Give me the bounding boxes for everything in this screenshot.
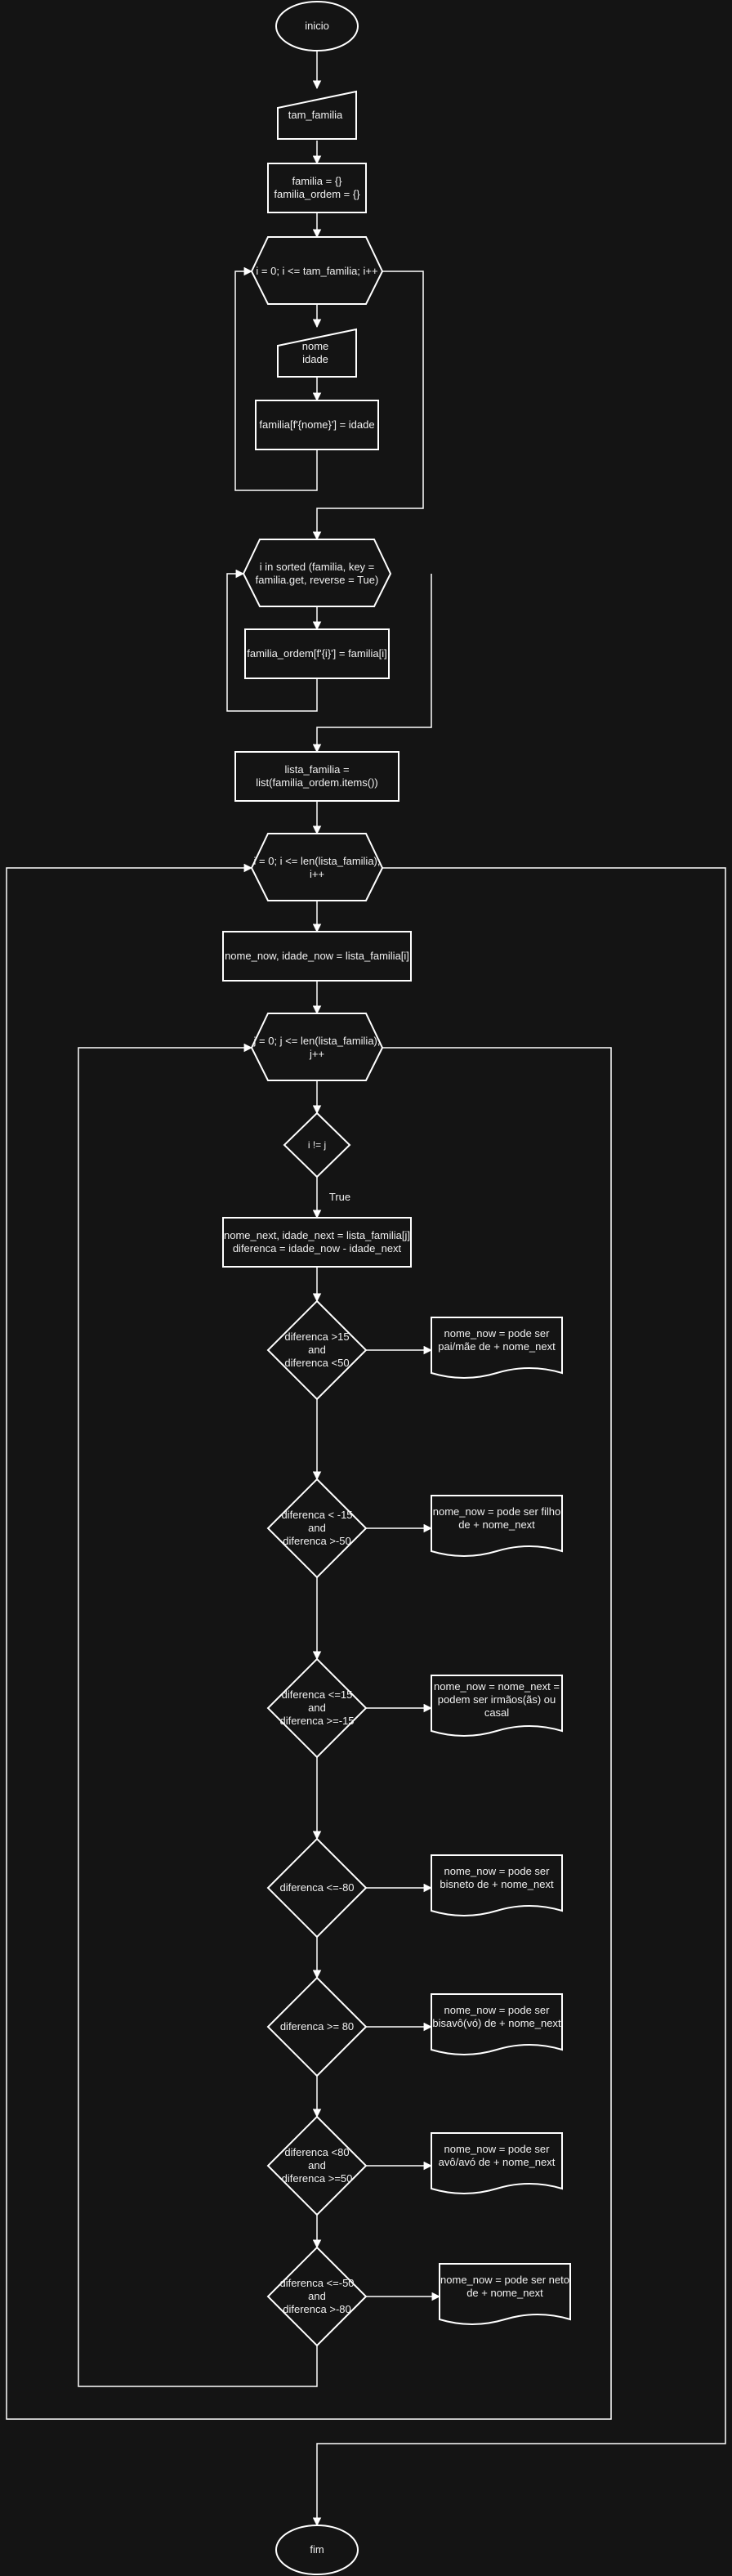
decision-4-diamond: [266, 1837, 368, 1939]
edge-loop4-back: [78, 1043, 318, 2387]
output-3-label: nome_now = nome_next = podem ser irmãos(…: [434, 1680, 560, 1719]
edge-loop2-exit: [312, 574, 432, 754]
output-5-document: [431, 1993, 563, 2055]
decision-5-label: diferenca >= 80: [279, 2020, 355, 2033]
true-edge-label: True: [328, 1191, 351, 1203]
output-2-label: nome_now = pode ser filho de + nome_next: [432, 1505, 561, 1531]
assign-familia-ordem-box: [244, 628, 390, 679]
decision-7-diamond: [266, 2246, 368, 2347]
output-7-document: [439, 2263, 571, 2325]
output-4-label: nome_now = pode ser bisneto de + nome_ne…: [440, 1865, 554, 1890]
loop3-label: i = 0; i <= len(lista_familia); i++: [253, 855, 381, 880]
loop4-label: j = 0; j <= len(lista_familia); j++: [253, 1035, 381, 1060]
now-label: nome_now, idade_now = lista_familia[i]: [225, 950, 409, 962]
start-label: inicio: [305, 20, 329, 32]
output-5-label: nome_now = pode ser bisavô(vó) de + nome…: [432, 2004, 561, 2029]
output-1-label: nome_now = pode ser pai/mãe de + nome_ne…: [438, 1327, 556, 1353]
input-tam-label: tam_familia: [288, 109, 343, 121]
input-nome-idade: [277, 328, 357, 378]
loop2-label: i in sorted (familia, key = familia.get,…: [255, 561, 379, 586]
cond-ij-label: i != j: [307, 1139, 327, 1151]
decision-6-label: diferenca <80 and diferenca >=50: [281, 2146, 353, 2185]
decision-1-label: diferenca >15 and diferenca <50: [284, 1330, 350, 1369]
next-label: nome_next, idade_next = lista_familia[j]…: [224, 1229, 410, 1254]
assign2-label: familia_ordem[f'{i}'] = familia[i]: [247, 647, 387, 660]
edge-loop1-exit: [312, 271, 424, 541]
input-nome-idade-label: nome idade: [301, 340, 329, 365]
loop1-hexagon: [250, 236, 384, 305]
output-7-label: nome_now = pode ser neto de + nome_next: [440, 2274, 569, 2299]
decision-6-diamond: [266, 2115, 368, 2216]
output-3-document: [431, 1675, 563, 1737]
decision-2-label: diferenca < -15 and diferenca >-50: [281, 1509, 353, 1547]
output-4-document: [431, 1854, 563, 1916]
decision-1-diamond: [266, 1299, 368, 1401]
loop3-hexagon: [250, 833, 384, 901]
edge-loop3-back: [6, 863, 612, 2420]
connectors: [6, 51, 726, 2527]
decision-4-label: diferenca <=-80: [279, 1881, 355, 1894]
decision-2-diamond: [266, 1478, 368, 1579]
loop1-label: i = 0; i <= tam_familia; i++: [256, 265, 378, 277]
assign1-label: familia[f'{nome}'] = idade: [259, 418, 375, 431]
output-6-label: nome_now = pode ser avô/avó de + nome_ne…: [438, 2143, 556, 2168]
lista-familia-box: [234, 751, 399, 802]
input-tam-familia: [277, 90, 357, 140]
lista-label: lista_familia = list(familia_ordem.items…: [256, 763, 378, 789]
init-dicts-box: [267, 163, 367, 213]
output-2-document: [431, 1495, 563, 1557]
nome-next-box: [222, 1217, 412, 1268]
cond-i-neq-j-diamond: [283, 1111, 351, 1178]
decision-3-diamond: [266, 1657, 368, 1759]
loop2-hexagon: [242, 539, 392, 607]
loop4-hexagon: [250, 1013, 384, 1081]
decision-7-label: diferenca <=-50 and diferenca >-80: [279, 2277, 355, 2315]
output-1-document: [431, 1317, 563, 1379]
edge-loop3-exit: [312, 867, 726, 2527]
decision-3-label: diferenca <=15 and diferenca >=-15: [279, 1688, 355, 1727]
edge-loop2-back: [226, 569, 318, 712]
init-label: familia = {} familia_ordem = {}: [274, 175, 360, 200]
start-terminator: [275, 1, 359, 51]
end-terminator: [275, 2525, 359, 2575]
nome-now-box: [222, 931, 412, 982]
decision-5-diamond: [266, 1976, 368, 2077]
edge-loop1-back: [234, 266, 318, 491]
output-6-document: [431, 2132, 563, 2194]
assign-familia-box: [255, 400, 379, 450]
end-label: fim: [310, 2543, 324, 2556]
